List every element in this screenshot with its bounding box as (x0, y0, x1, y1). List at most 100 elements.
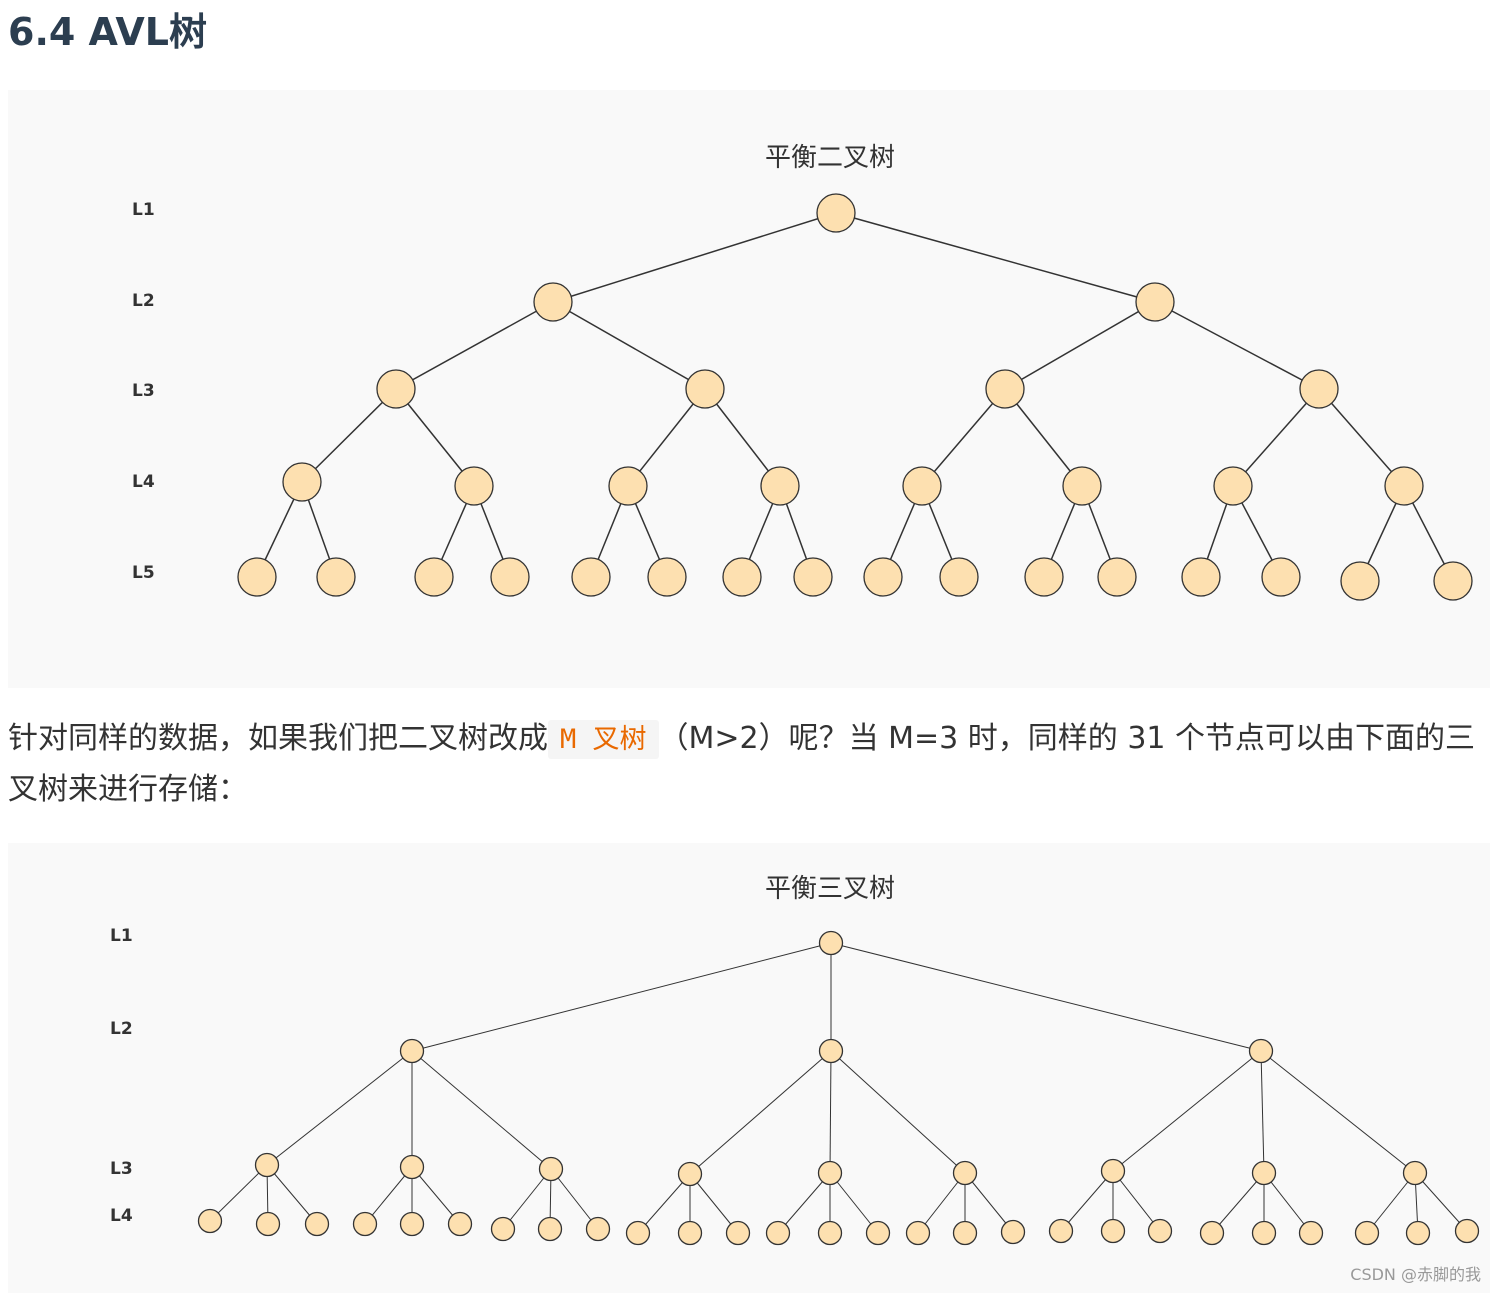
tree-edge (1366, 1172, 1416, 1234)
tree-node (1248, 1038, 1274, 1064)
tree-node (818, 1038, 844, 1064)
tree-edge (689, 1173, 739, 1234)
tree-node (1251, 1220, 1277, 1246)
tree-node (1213, 466, 1253, 506)
tree-node (939, 557, 979, 597)
tree-node (1354, 1220, 1380, 1246)
tree-node (254, 1152, 280, 1178)
tree-edge (395, 301, 554, 390)
tree-edge (1260, 1050, 1416, 1174)
tree-node (1261, 557, 1301, 597)
tree-node (1062, 466, 1102, 506)
tree-node (1100, 1218, 1126, 1244)
tree-node (793, 557, 833, 597)
level-label-l2: L2 (110, 1019, 133, 1039)
tree-edge (1112, 1170, 1161, 1232)
tree-node (985, 369, 1025, 409)
tree-node (571, 557, 611, 597)
tree-edge (627, 388, 706, 487)
tree-node (902, 466, 942, 506)
tree-edge (921, 388, 1006, 487)
tree-node (1024, 557, 1064, 597)
tree-node (722, 557, 762, 597)
tree-edge (301, 388, 397, 483)
tree-node (447, 1211, 473, 1237)
tree-edge (266, 1050, 413, 1166)
tree-node (533, 282, 573, 322)
tree-node (625, 1220, 651, 1246)
tree-node (765, 1220, 791, 1246)
tree-node (399, 1038, 425, 1064)
tree-node (304, 1211, 330, 1237)
tree-node (905, 1220, 931, 1246)
tree-node (399, 1154, 425, 1180)
tree-node (537, 1216, 563, 1242)
inline-code: M 叉树 (548, 720, 659, 759)
tree-edge (552, 301, 706, 390)
tree-edge (1232, 388, 1320, 487)
csdn-watermark: CSDN @赤脚的我 (1350, 1265, 1481, 1284)
tree-edge (1318, 388, 1405, 487)
tree-edge (830, 1050, 966, 1174)
paragraph-text-after: （M>2）呢？当 M=3 时，同样的 31 个节点可以由下面的三叉树来进行存储： (8, 721, 1476, 807)
tree-edge (1112, 1050, 1262, 1172)
tree-node (1299, 369, 1339, 409)
tree-edge (830, 942, 1262, 1052)
paragraph-text-before: 针对同样的数据，如果我们把二叉树改成 (8, 721, 548, 756)
tree-edge (637, 1173, 691, 1234)
tree-node (818, 930, 844, 956)
level-label-l1: L1 (132, 200, 155, 220)
tree-node (1384, 466, 1424, 506)
tree-node (585, 1216, 611, 1242)
tree-node (1433, 561, 1473, 601)
tree-node (1048, 1218, 1074, 1244)
section-heading: 6.4 AVL树 (8, 10, 207, 54)
tree-edge (964, 1172, 1014, 1233)
tree-edge (552, 212, 837, 303)
tree-edge (777, 1172, 831, 1234)
tree-node (1402, 1160, 1428, 1186)
tree-node (952, 1160, 978, 1186)
tree-node (817, 1160, 843, 1186)
tree-node (316, 557, 356, 597)
tree-node (454, 466, 494, 506)
tree-node (1298, 1220, 1324, 1246)
tree-edge (395, 388, 475, 487)
tree-edge (1060, 1170, 1114, 1232)
tree-node (1340, 561, 1380, 601)
tree-edge (550, 1168, 599, 1230)
tree-edge (829, 1172, 879, 1234)
tree-edge (209, 1164, 268, 1222)
tree-node (197, 1208, 223, 1234)
level-label-l3: L3 (110, 1159, 133, 1179)
level-label-l4: L4 (110, 1206, 133, 1226)
tree-node (237, 557, 277, 597)
tree-node (863, 557, 903, 597)
tree-edge (1004, 388, 1083, 487)
tree-edge (1263, 1172, 1312, 1234)
tree-node (685, 369, 725, 409)
tree-node (677, 1220, 703, 1246)
level-label-l1: L1 (110, 926, 133, 946)
tree-node (952, 1220, 978, 1246)
tree-node (1181, 557, 1221, 597)
tree-node (352, 1211, 378, 1237)
tree-node (255, 1211, 281, 1237)
level-label-l5: L5 (132, 563, 155, 583)
tree-node (1097, 557, 1137, 597)
tree-node (725, 1220, 751, 1246)
tree-node (760, 466, 800, 506)
tree-node (399, 1211, 425, 1237)
tree-node (1454, 1218, 1480, 1244)
tree-title: 平衡二叉树 (765, 143, 895, 173)
level-label-l4: L4 (132, 472, 155, 492)
tree-node (865, 1220, 891, 1246)
tree-node (1199, 1220, 1225, 1246)
tree-node (490, 1216, 516, 1242)
tree-edge (689, 1050, 832, 1175)
tree-node (1251, 1160, 1277, 1186)
